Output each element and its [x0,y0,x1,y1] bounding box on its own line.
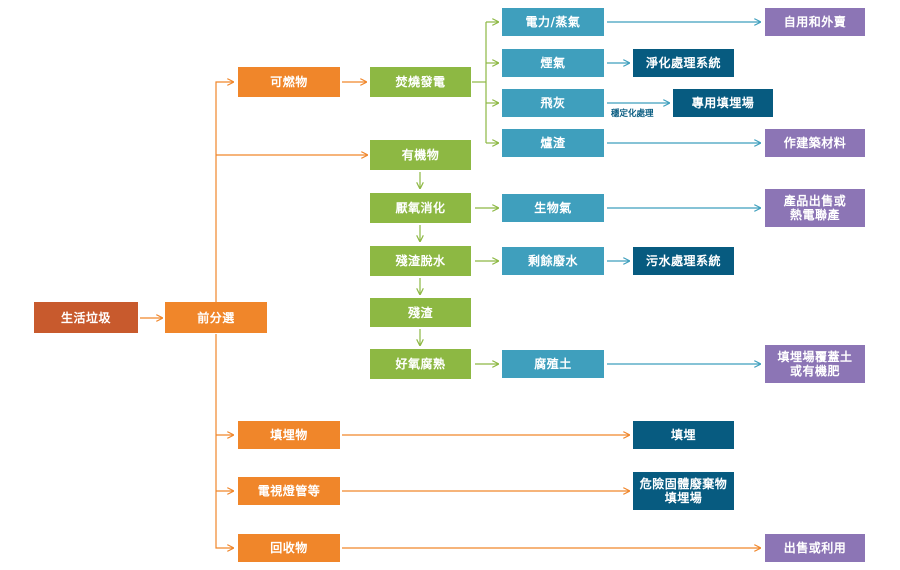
trunk-presort-down [215,334,233,548]
node-composting: 好氧腐熟 [370,349,471,379]
node-biogas-use: 產品出售或 熱電聯產 [765,189,865,227]
node-gas-treatment: 淨化處理系統 [633,49,734,77]
node-wastewater: 剩餘廢水 [502,247,604,275]
node-dewatering: 殘渣脫水 [370,246,471,276]
node-presort: 前分選 [165,302,267,333]
node-anaerobic: 厭氧消化 [370,193,471,223]
node-organic: 有機物 [370,140,471,170]
node-recyclables: 回收物 [238,534,340,562]
node-electricity: 電力/蒸氣 [502,8,604,36]
node-bottom-ash: 爐渣 [502,129,604,157]
node-dedicated-landfill: 專用填埋場 [673,89,773,117]
node-msw: 生活垃圾 [34,302,138,333]
node-fly-ash: 飛灰 [502,89,604,117]
node-landfill: 填埋 [633,421,734,449]
node-landfill-items: 填埋物 [238,421,340,449]
trunk-presort-up [215,82,233,302]
node-tv-tubes: 電視燈管等 [238,477,340,505]
node-building-material: 作建築材料 [765,129,865,157]
node-combustible: 可燃物 [238,67,340,97]
node-flue-gas: 煙氣 [502,49,604,77]
node-incineration: 焚燒發電 [370,67,471,97]
node-biogas: 生物氣 [502,194,604,222]
node-sewage-treatment: 污水處理系統 [633,247,734,275]
node-sell-use: 出售或利用 [765,534,865,562]
edge-label-stabilization: 穩定化處理 [611,109,654,119]
node-self-use: 自用和外賣 [765,8,865,36]
node-humus: 腐殖土 [502,350,604,378]
node-residue: 殘渣 [370,298,471,327]
node-hazardous-landfill: 危險固體廢棄物 填埋場 [633,472,734,510]
node-humus-use: 填埋場覆蓋土 或有機肥 [765,345,865,383]
